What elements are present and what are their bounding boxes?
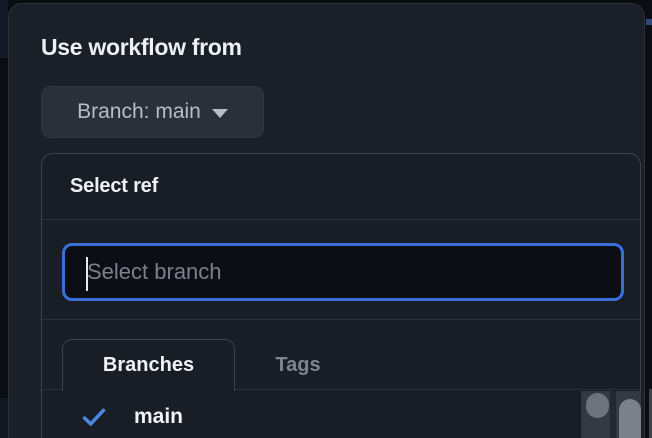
select-ref-header: Select ref xyxy=(42,154,640,220)
tab-branches-label: Branches xyxy=(102,354,195,376)
branch-search-input[interactable] xyxy=(62,243,624,301)
dialog-scrollbar-thumb[interactable] xyxy=(619,399,641,438)
select-ref-title: Select ref xyxy=(70,175,159,197)
scrollbar-divider xyxy=(610,391,616,438)
run-workflow-popover: Use workflow from Branch: main Select re… xyxy=(8,3,645,438)
text-cursor xyxy=(86,257,88,291)
ref-type-tabnav: Branches Tags xyxy=(42,320,640,391)
tab-tags-label: Tags xyxy=(275,353,321,376)
branch-name: main xyxy=(134,405,184,428)
window-scrollbar-edge[interactable] xyxy=(649,389,652,438)
branch-list: main xyxy=(42,391,641,438)
tab-branches[interactable]: Branches xyxy=(62,339,235,391)
branch-button-label: Branch: main xyxy=(77,100,201,123)
dialog-scrollbar-track[interactable] xyxy=(616,391,641,438)
list-scrollbar-thumb[interactable] xyxy=(586,393,609,418)
background-accent-right xyxy=(646,19,652,25)
background-content-bottom-left xyxy=(0,398,8,438)
tab-tags[interactable]: Tags xyxy=(242,339,354,391)
list-scrollbar-track[interactable] xyxy=(581,391,610,438)
use-workflow-from-label: Use workflow from xyxy=(41,34,242,60)
background-content-top-left xyxy=(0,0,8,58)
list-item-main[interactable]: main xyxy=(42,391,580,438)
caret-down-icon xyxy=(211,109,228,118)
ref-search-section xyxy=(42,220,640,320)
branch-select-button[interactable]: Branch: main xyxy=(41,86,264,138)
select-ref-panel: Select ref Branches Tags ma xyxy=(41,153,641,438)
check-icon xyxy=(82,408,106,426)
